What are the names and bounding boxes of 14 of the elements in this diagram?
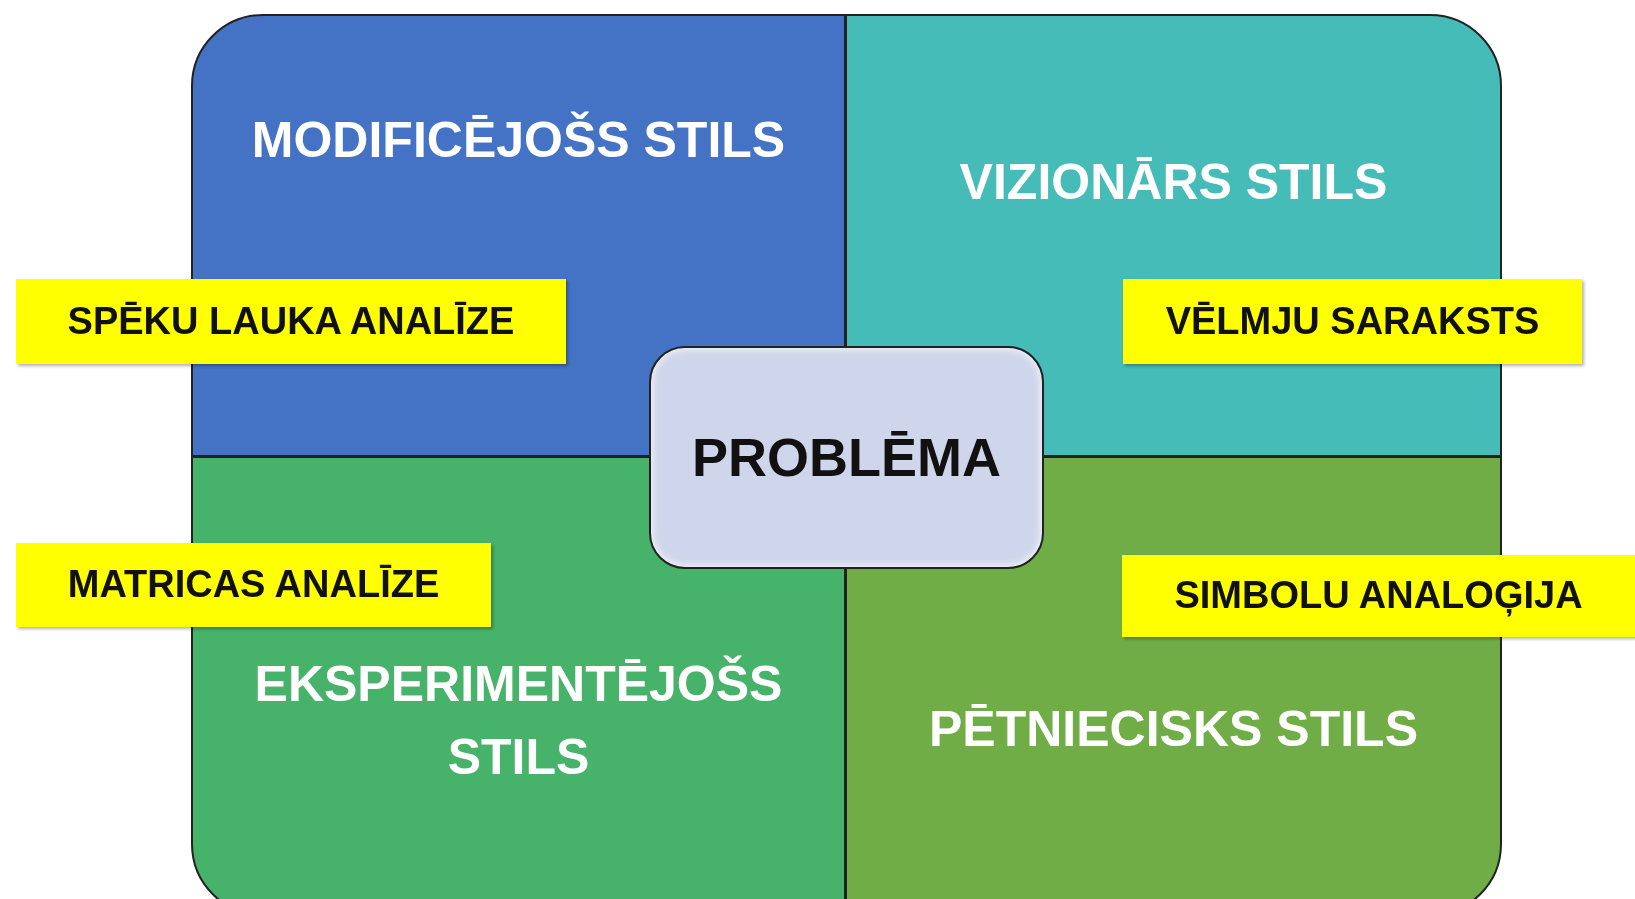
- method-label: [1123, 279, 1582, 364]
- method-label: [1122, 555, 1635, 637]
- method-text: MATRICAS ANALĪZE: [67, 562, 440, 608]
- method-label: [16, 279, 566, 364]
- style-title: MODIFICĒJOŠS STILS: [251, 110, 786, 170]
- style-title: PĒTNIECISKS STILS: [929, 700, 1418, 759]
- style-title: VIZIONĀRS STILS: [959, 153, 1388, 212]
- style-title: EKSPERIMENTĒJOŠS STILS: [253, 654, 784, 787]
- method-text: SPĒKU LAUKA ANALĪZE: [67, 298, 515, 344]
- problem-text: PROBLĒMA: [692, 426, 1001, 490]
- method-label: [16, 543, 491, 627]
- method-text: VĒLMJU SARAKSTS: [1165, 298, 1540, 344]
- method-text: SIMBOLU ANALOĢIJA: [1174, 573, 1583, 619]
- problem-box: [649, 346, 1044, 569]
